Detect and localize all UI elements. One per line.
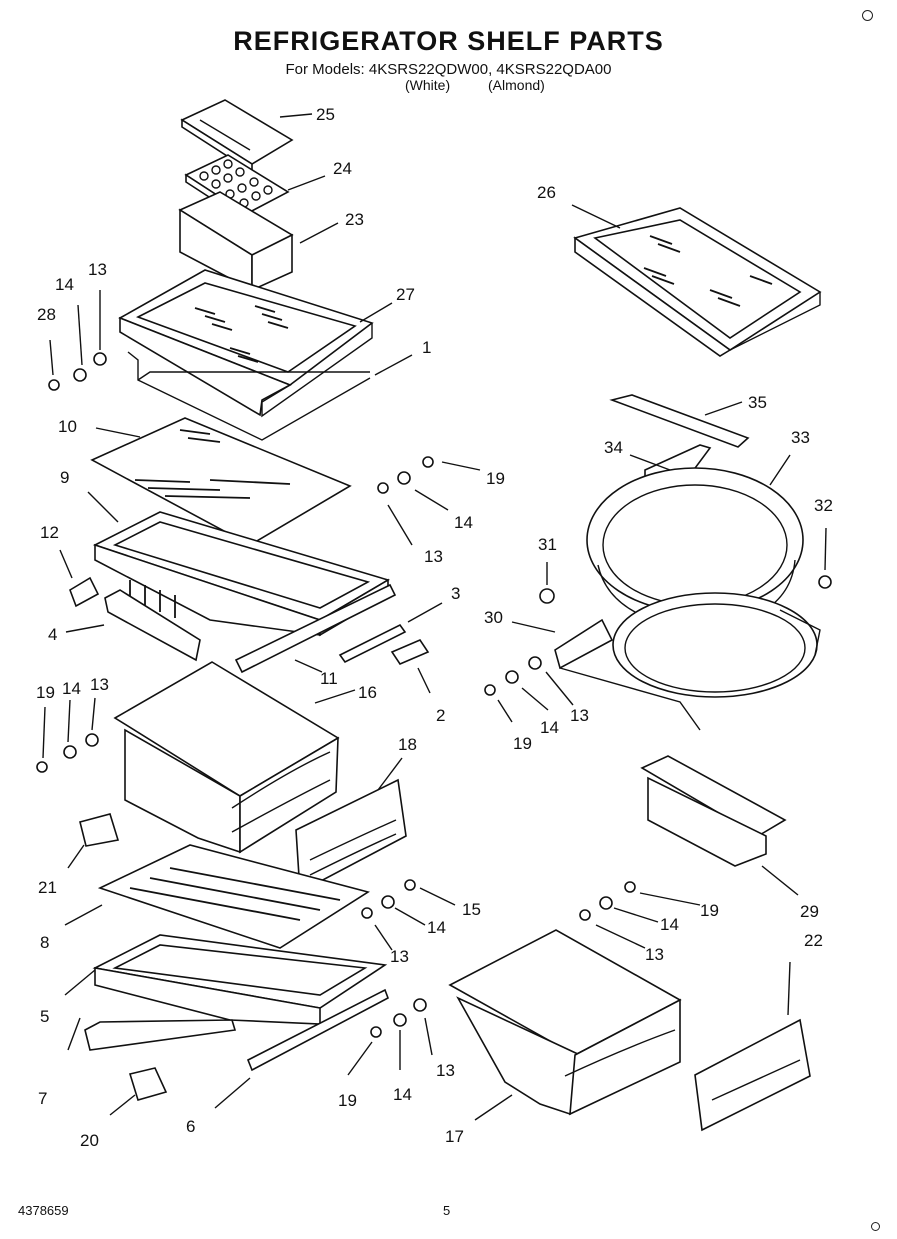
callout-13: 13 — [570, 706, 589, 725]
callout-23: 23 — [345, 210, 364, 229]
part-3-rail — [338, 623, 407, 664]
corner-registration-mark — [871, 1222, 880, 1231]
part-18-drawer-front — [295, 778, 407, 894]
callout-14: 14 — [62, 679, 81, 698]
part-11-rail — [234, 583, 397, 674]
part-27-glass-shelf — [118, 269, 374, 418]
callout-11: 11 — [320, 669, 338, 688]
callout-13: 13 — [424, 547, 443, 566]
callout-28: 28 — [37, 305, 56, 324]
callout-27: 27 — [396, 285, 415, 304]
callout-25: 25 — [316, 105, 335, 124]
variant-white: (White) — [405, 77, 451, 93]
callout-13: 13 — [90, 675, 109, 694]
callout-24: 24 — [333, 159, 352, 178]
callout-34: 34 — [604, 438, 623, 457]
callout-33: 33 — [791, 428, 810, 447]
part-16-crisper-drawer — [113, 661, 340, 854]
callout-labels: 25 24 23 26 14 13 28 27 1 10 35 34 33 9 … — [36, 105, 833, 1150]
callout-13: 13 — [645, 945, 664, 964]
part-1-shelf-frame — [127, 351, 371, 441]
callout-5: 5 — [40, 1007, 49, 1026]
callout-14: 14 — [393, 1085, 412, 1104]
callout-7: 7 — [38, 1089, 47, 1108]
variant-almond: (Almond) — [488, 77, 545, 93]
part-7-rail — [84, 1019, 237, 1051]
page-number: 5 — [443, 1203, 451, 1218]
callout-8: 8 — [40, 933, 49, 952]
callout-2: 2 — [436, 706, 445, 725]
part-12-clip — [69, 576, 100, 608]
callout-19: 19 — [36, 683, 55, 702]
model-variants: (White) (Almond) — [405, 77, 579, 93]
callout-26: 26 — [537, 183, 556, 202]
part-31-screw — [539, 588, 555, 604]
callout-12: 12 — [40, 523, 59, 542]
callout-14: 14 — [660, 915, 679, 934]
part-6-rail — [246, 988, 389, 1072]
callout-19: 19 — [486, 469, 505, 488]
part-22-drawer-front — [694, 1018, 811, 1132]
callout-13: 13 — [390, 947, 409, 966]
callout-15: 15 — [462, 900, 481, 919]
part-2-clip — [390, 639, 430, 665]
part-29-door-bin — [640, 755, 787, 867]
part-4-rail — [104, 589, 201, 662]
part-30-bin-base — [554, 592, 821, 731]
part-17-pan-drawer — [448, 929, 682, 1116]
part-5-crisper-frame — [92, 934, 388, 1025]
part-20-clip — [128, 1067, 168, 1101]
part-8-glass-shelf — [97, 844, 370, 949]
callout-16: 16 — [358, 683, 377, 702]
callout-19: 19 — [513, 734, 532, 753]
callout-1: 1 — [422, 338, 431, 357]
corner-registration-mark — [862, 10, 873, 21]
callout-17: 17 — [445, 1127, 464, 1146]
part-32-screw — [818, 575, 832, 589]
callout-21: 21 — [38, 878, 57, 897]
callout-6: 6 — [186, 1117, 195, 1136]
hardware-screws-washers — [36, 352, 636, 1038]
callout-22: 22 — [804, 931, 823, 950]
models-line: For Models: 4KSRS22QDW00, 4KSRS22QDA00 — [285, 61, 612, 78]
part-21-clip — [79, 813, 120, 847]
callout-14: 14 — [427, 918, 446, 937]
part-10-glass-cover — [90, 417, 352, 546]
callout-14: 14 — [454, 513, 473, 532]
callout-35: 35 — [748, 393, 767, 412]
callout-32: 32 — [814, 496, 833, 515]
callout-19: 19 — [700, 901, 719, 920]
part-23-egg-bin — [178, 191, 294, 292]
document-number: 4378659 — [18, 1203, 69, 1218]
callout-10: 10 — [58, 417, 77, 436]
callout-9: 9 — [60, 468, 69, 487]
callout-14: 14 — [55, 275, 74, 294]
part-35-divider — [609, 394, 750, 448]
leader-lines — [42, 113, 827, 1121]
callout-20: 20 — [80, 1131, 99, 1150]
part-26-glass-shelf — [573, 207, 822, 357]
callout-31: 31 — [538, 535, 557, 554]
callout-19: 19 — [338, 1091, 357, 1110]
callout-14: 14 — [540, 718, 559, 737]
callout-4: 4 — [48, 625, 57, 644]
callout-13: 13 — [436, 1061, 455, 1080]
callout-13: 13 — [88, 260, 107, 279]
callout-18: 18 — [398, 735, 417, 754]
callout-30: 30 — [484, 608, 503, 627]
page-title: REFRIGERATOR SHELF PARTS — [233, 26, 664, 56]
callout-29: 29 — [800, 902, 819, 921]
callout-3: 3 — [451, 584, 460, 603]
